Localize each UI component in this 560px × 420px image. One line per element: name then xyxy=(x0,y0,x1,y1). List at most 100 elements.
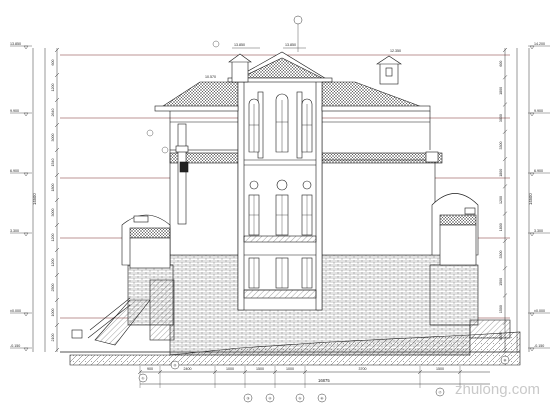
elevation-label: -0.150 xyxy=(10,344,20,348)
dimension-text: 600 xyxy=(51,60,55,66)
dimension-text: 1500 xyxy=(436,367,444,371)
column-left-upper xyxy=(177,123,187,225)
dimension-text: 1800 xyxy=(499,223,503,231)
level-triangle xyxy=(529,312,535,317)
column-left-small xyxy=(179,161,189,173)
right-total-dimension: 14500 xyxy=(528,193,533,205)
dimension-text: 1000 xyxy=(51,309,55,317)
grid-bubble-label: ⑧ xyxy=(503,359,507,363)
balcony-upper xyxy=(243,235,317,243)
elevation-label: 9.900 xyxy=(534,109,543,113)
dimension-text: 1540 xyxy=(51,159,55,167)
right-garden-planter xyxy=(469,319,511,339)
dimension-text: 1000 xyxy=(226,367,234,371)
grid-bubble xyxy=(138,373,148,383)
grid-bubble-label: ① xyxy=(141,377,145,381)
dimension-text: 2500 xyxy=(51,284,55,292)
dimension-tick xyxy=(502,129,508,134)
right-wing-urn xyxy=(464,207,476,215)
bottom-dimension-chain xyxy=(140,371,490,385)
grid-bubble xyxy=(500,355,510,365)
grid-bubble xyxy=(170,360,180,370)
bottom-dimension-ticks xyxy=(137,366,463,388)
grid-axis-bubbles: ① ② ③ ④ ⑤ ⑥ ⑦ ⑧ xyxy=(138,355,510,403)
elevation-label: -0.150 xyxy=(534,344,544,348)
dimension-text: 3000 xyxy=(499,114,503,122)
grid-bubble xyxy=(435,387,445,397)
dimension-text: 1500 xyxy=(499,278,503,286)
dimension-text: 1200 xyxy=(51,234,55,242)
dimension-tick xyxy=(54,347,60,353)
dimension-text: 1800 xyxy=(499,169,503,177)
grid-bubble-label: ⑤ xyxy=(298,397,302,401)
dimension-tick xyxy=(502,211,508,216)
dimension-text: 1200 xyxy=(51,259,55,267)
dimension-tick xyxy=(54,122,60,128)
level-triangle xyxy=(529,232,535,237)
dimension-text: 1200 xyxy=(51,84,55,92)
dimension-text: 1000 xyxy=(286,367,294,371)
dimension-tick xyxy=(54,222,60,228)
level-triangle xyxy=(23,112,29,117)
svg-text:13.850: 13.850 xyxy=(285,43,296,47)
dimension-tick xyxy=(54,97,60,103)
dimension-text: 1500 xyxy=(499,305,503,313)
parapet-band-right xyxy=(321,152,443,164)
level-triangle xyxy=(23,172,29,177)
chimney-left xyxy=(231,59,249,83)
grid-bubble xyxy=(317,393,327,403)
grid-bubble-label: ③ xyxy=(246,397,250,401)
dimension-tick xyxy=(54,197,60,203)
left-total-dimension: 14500 xyxy=(32,193,37,205)
level-triangle xyxy=(23,312,29,317)
elevation-label: 14.200 xyxy=(534,42,545,46)
grid-bubble-label: ④ xyxy=(268,397,272,401)
dimension-text: 600 xyxy=(499,61,503,67)
building xyxy=(60,51,521,366)
dimension-text: 1200 xyxy=(499,196,503,204)
level-triangle xyxy=(23,45,29,50)
level-triangle xyxy=(529,347,535,352)
level-triangle xyxy=(529,172,535,177)
level-triangle xyxy=(529,45,535,50)
balcony-lower xyxy=(243,289,317,299)
dimension-text: 3300 xyxy=(499,141,503,149)
elevation-label: 13.850 xyxy=(10,42,21,46)
elevation-label: ±0.000 xyxy=(10,309,21,313)
dimension-text: 1800 xyxy=(499,87,503,95)
dimension-tick xyxy=(54,147,60,153)
svg-text:10.570: 10.570 xyxy=(205,75,216,79)
svg-text:12.350: 12.350 xyxy=(390,49,401,53)
dimension-text: 2640 xyxy=(51,109,55,117)
dimension-tick xyxy=(54,272,60,278)
dimension-tick xyxy=(54,247,60,253)
grid-bubble xyxy=(265,393,275,403)
dimension-tick xyxy=(54,72,60,78)
left-dimension-texts: 6001200264030001540180030001200120025001… xyxy=(51,60,55,342)
elevation-label: 3.300 xyxy=(10,229,19,233)
roof-level-tags: 13.850 13.850 12.350 10.570 xyxy=(146,15,401,154)
right-dimension-column xyxy=(504,48,530,352)
dimension-tick xyxy=(502,156,508,162)
grid-bubble-label: ② xyxy=(173,364,177,368)
elevation-label: 3.300 xyxy=(534,229,543,233)
dimension-tick xyxy=(502,266,508,271)
dimension-text: 2400 xyxy=(184,367,192,371)
dimension-tick xyxy=(502,75,508,80)
right-wing-brick xyxy=(429,264,479,326)
dimension-tick xyxy=(502,184,508,189)
svg-text:13.850: 13.850 xyxy=(234,43,245,47)
grid-bubble-label: ⑥ xyxy=(320,397,324,401)
dimension-tick xyxy=(502,47,508,53)
dimension-text: 1800 xyxy=(51,184,55,192)
dimension-text: 900 xyxy=(147,367,153,371)
level-triangle xyxy=(529,112,535,117)
grid-bubble-label: ⑦ xyxy=(438,391,442,395)
dimension-text: 1500 xyxy=(256,367,264,371)
elevation-label: 9.900 xyxy=(10,109,19,113)
level-triangle xyxy=(23,232,29,237)
bottom-total-dimension: 16875 xyxy=(318,378,330,383)
dimension-text: 3000 xyxy=(51,134,55,142)
dimension-tick xyxy=(502,293,508,298)
